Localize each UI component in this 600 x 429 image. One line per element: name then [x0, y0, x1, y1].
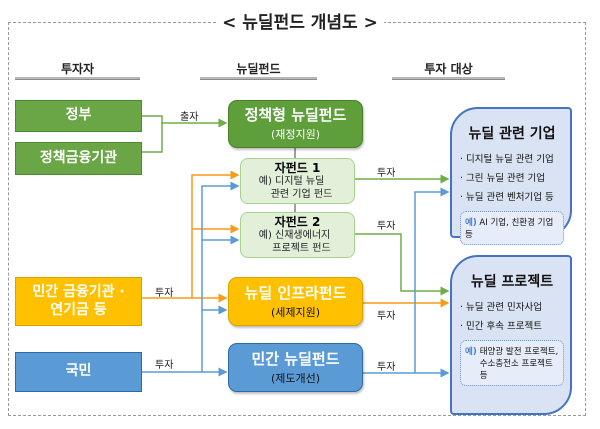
- sub-fund-2-name: 자펀드 2: [274, 215, 321, 229]
- diagram-title: < 뉴딜펀드 개념도 >: [0, 8, 600, 33]
- target-projects-example: 예) 태양광 발전 프로젝트, 수소충전소 프로젝트 등: [460, 340, 564, 386]
- column-header-targets: 투자 대상: [424, 62, 473, 76]
- sub-fund-2-line1: 예) 신재생에너지: [258, 230, 331, 241]
- fund-policy: 정책형 뉴딜펀드 (재정지원): [228, 100, 363, 148]
- label-invest-private: 투자: [155, 288, 174, 299]
- line-sub2-projects: [355, 233, 450, 296]
- target-companies-title: 뉴딜 관련 기업: [468, 126, 556, 142]
- target-companies-item: · 그린 뉴딜 관련 기업: [460, 173, 546, 184]
- target-companies-example: 예) AI 기업, 친환경 기업 등: [460, 211, 564, 245]
- example-text-line2: 수소충전소 프로젝트 등: [479, 359, 553, 381]
- target-companies-item: · 뉴딜 관련 벤처기업 등: [460, 192, 554, 203]
- label-invest-citizens: 투자: [155, 360, 174, 371]
- investor-policy-finance-label: 정책금융기관: [39, 149, 118, 166]
- label-invest-sub2: 투자: [377, 221, 396, 232]
- fund-private-name: 민간 뉴딜펀드: [251, 349, 340, 368]
- sub-fund-2: 자펀드 2 예) 신재생에너지 프로젝트 펀드: [240, 212, 355, 258]
- fund-infra: 뉴딜 인프라펀드 (세제지원): [228, 277, 363, 326]
- example-label: 예): [465, 347, 477, 357]
- sub-fund-1-line2: 관련 기업 펀드: [270, 188, 333, 200]
- sub-fund-2-line2: 프로젝트 펀드: [272, 242, 331, 254]
- label-invest-infra: 투자: [377, 311, 396, 322]
- target-companies: 뉴딜 관련 기업 · 디지털 뉴딜 관련 기업 · 그린 뉴딜 관련 기업 · …: [450, 107, 572, 245]
- line-private-companies: [414, 187, 450, 373]
- label-contribution: 출자: [180, 112, 199, 123]
- label-invest-private-fund: 투자: [377, 362, 396, 373]
- sub-fund-1-line1: 예) 디지털 뉴딜: [258, 176, 325, 187]
- investor-government-label: 정부: [65, 107, 92, 124]
- investor-citizens-label: 국민: [65, 363, 92, 380]
- line-private-sub1: [191, 170, 240, 298]
- label-invest-sub1: 투자: [377, 168, 396, 179]
- diagram-title-text: < 뉴딜펀드 개념도 >: [216, 13, 384, 33]
- fund-policy-name: 정책형 뉴딜펀드: [244, 106, 347, 125]
- example-label: 예): [465, 218, 477, 228]
- fund-infra-name: 뉴딜 인프라펀드: [244, 283, 347, 302]
- header-underline: [392, 77, 505, 80]
- investor-policy-finance: 정책금융기관: [15, 142, 142, 175]
- investor-private-finance-label: 민간 금융기관 · 연기금 등: [32, 284, 125, 318]
- line-gov: [142, 115, 163, 153]
- fund-policy-note: (재정지원): [270, 128, 321, 141]
- fund-infra-note: (세제지원): [270, 305, 321, 319]
- target-companies-item: · 디지털 뉴딜 관련 기업: [460, 154, 554, 165]
- fund-private: 민간 뉴딜펀드 (제도개선): [228, 343, 363, 392]
- column-header-funds: 뉴딜펀드: [236, 62, 281, 76]
- header-underline: [15, 77, 140, 80]
- target-projects-title: 뉴딜 프로젝트: [470, 274, 554, 290]
- target-projects-item: · 뉴딜 관련 민자사업: [460, 302, 542, 313]
- example-text-line1: 태양광 발전 프로젝트,: [479, 347, 559, 357]
- investor-private-finance: 민간 금융기관 · 연기금 등: [15, 277, 142, 326]
- example-text: AI 기업, 친환경 기업 등: [465, 218, 554, 240]
- investor-citizens: 국민: [15, 352, 142, 392]
- target-projects: 뉴딜 프로젝트 · 뉴딜 관련 민자사업 · 민간 후속 프로젝트 예) 태양광…: [450, 255, 572, 415]
- sub-fund-1-name: 자펀드 1: [274, 161, 321, 175]
- target-projects-item: · 민간 후속 프로젝트: [460, 321, 542, 332]
- header-underline: [200, 77, 317, 80]
- sub-fund-1: 자펀드 1 예) 디지털 뉴딜 관련 기업 펀드: [240, 158, 355, 204]
- fund-private-note: (제도개선): [270, 371, 321, 385]
- column-header-investors: 투자자: [60, 62, 95, 76]
- investor-government: 정부: [15, 100, 142, 132]
